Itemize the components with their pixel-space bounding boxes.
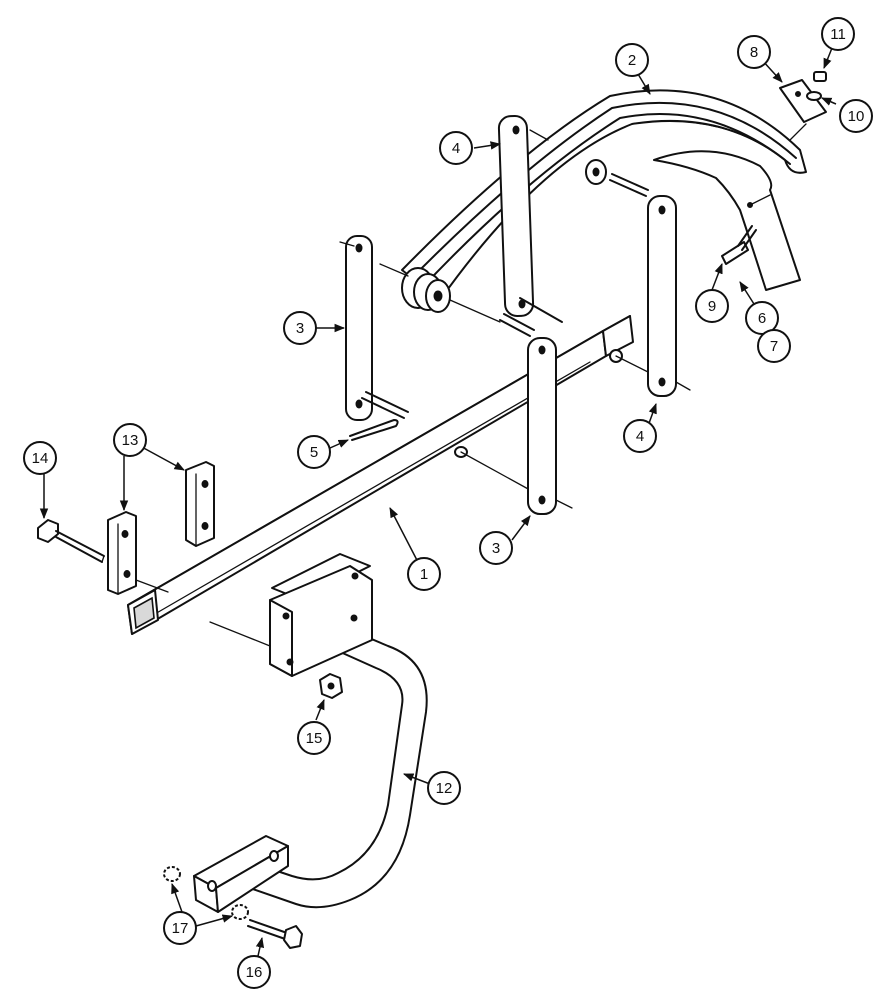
main-frame-tube-part [127,315,661,635]
carriage-bolt-part [721,225,757,265]
washer-part [806,91,822,101]
callout-12: 12 [427,771,461,805]
clamp-plate-part [779,79,827,123]
callout-2: 2 [615,43,649,77]
cotter-pin-part [349,419,399,441]
spacer-block-right-part [185,461,215,547]
svg-text:17: 17 [172,920,189,937]
svg-text:4: 4 [452,140,460,157]
leaf-spring-part [401,89,807,313]
callout-8: 8 [737,35,771,69]
svg-text:1: 1 [420,566,428,583]
leader-lines [39,47,837,957]
callout-4-lower: 4 [623,419,657,453]
svg-text:2: 2 [628,52,636,69]
spacer-block-left-part [107,511,137,595]
svg-text:11: 11 [830,26,846,43]
svg-text:6: 6 [758,310,766,327]
callout-15: 15 [297,721,331,755]
pins-part [361,173,649,419]
handle-foot-bracket-part [193,835,289,913]
svg-text:8: 8 [750,44,758,61]
svg-text:14: 14 [32,450,49,467]
link-plate-front-lower-part [527,337,573,515]
svg-text:5: 5 [310,444,318,461]
lock-washer-part [163,866,249,920]
callout-7: 7 [757,329,791,363]
svg-text:3: 3 [492,540,500,557]
link-plate-front-upper-part [339,235,373,421]
callout-4-upper: 4 [439,131,473,165]
svg-text:9: 9 [708,298,716,315]
link-plate-rear-lower-part [647,195,691,397]
long-bolt-part [37,519,169,593]
lock-nut-part [319,673,343,699]
callout-5: 5 [297,435,331,469]
svg-text:15: 15 [306,730,323,747]
callout-3-left: 3 [283,311,317,345]
callout-3-right: 3 [479,531,513,565]
nut-part [813,71,827,82]
callout-10: 10 [839,99,873,133]
svg-text:16: 16 [246,964,263,981]
callout-1: 1 [407,557,441,591]
blade-part [653,150,801,291]
hex-bolt-part [247,919,303,949]
svg-text:4: 4 [636,428,644,445]
callout-9: 9 [695,289,729,323]
svg-text:7: 7 [770,338,778,355]
mounting-bracket-part [209,553,373,677]
link-plate-rear-upper-part [497,114,549,318]
callout-17: 17 [163,911,197,945]
callout-13: 13 [113,423,147,457]
svg-text:13: 13 [122,432,139,449]
svg-text:10: 10 [848,108,865,125]
callout-16: 16 [237,955,271,989]
callout-14: 14 [23,441,57,475]
svg-text:12: 12 [436,780,453,797]
svg-text:3: 3 [296,320,304,337]
callout-11: 11 [821,17,855,51]
